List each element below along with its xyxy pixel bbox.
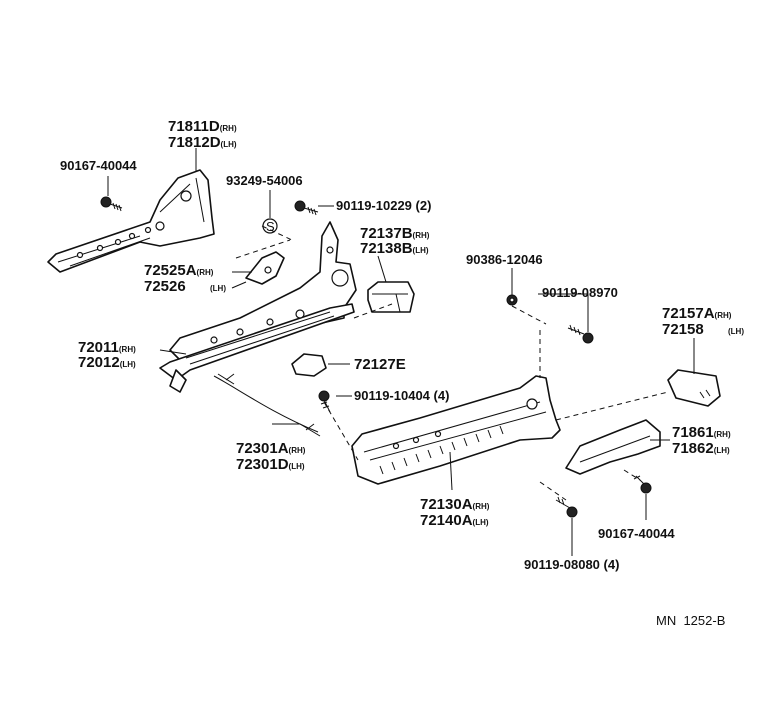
label-72526: 72526 (LH) (144, 278, 226, 295)
svg-text:72012(LH): 72012(LH) (78, 354, 136, 371)
nut-part (506, 294, 518, 306)
svg-text:72130A(RH): 72130A(RH) (420, 496, 490, 513)
part-side: (LH) (210, 284, 226, 293)
diagram-reference: MN 1252-B (656, 613, 725, 628)
label-72140A: 72140A(LH) (420, 512, 489, 529)
svg-text:72137B(RH): 72137B(RH) (360, 225, 430, 242)
svg-text:72140A(LH): 72140A(LH) (420, 512, 489, 529)
label-90119-10404: 90119-10404 (4) (354, 388, 449, 403)
part-number: 71811D (168, 118, 220, 135)
part-side: (RH) (289, 446, 306, 455)
label-90386-12046: 90386-12046 (466, 252, 543, 267)
part-side: (LH) (413, 246, 429, 255)
svg-text:71811D(RH): 71811D(RH) (168, 118, 237, 135)
seal-part: S (262, 218, 278, 234)
bolt-08970-part (567, 324, 594, 344)
label-72130A: 72130A(RH) (420, 496, 490, 513)
part-side: (RH) (413, 231, 430, 240)
part-number: 71862 (672, 440, 714, 457)
label-72157A: 72157A(RH) (662, 305, 732, 322)
part-number: 72526 (144, 278, 186, 295)
part-number: 72011 (78, 339, 119, 356)
bolt-10229-part (294, 200, 319, 216)
assembly-dashes (235, 225, 669, 501)
label-71812D: 71812D(LH) (168, 134, 237, 151)
part-side: (RH) (197, 268, 214, 277)
track-cover-part (367, 281, 415, 313)
side-shield-part (565, 419, 661, 475)
part-side: (RH) (119, 345, 136, 354)
label-72011: 72011(RH) (78, 339, 136, 356)
part-side: (LH) (728, 327, 744, 336)
label-71861: 71861(RH) (672, 424, 731, 441)
label-72012: 72012(LH) (78, 354, 136, 371)
part-number: 72012 (78, 354, 120, 371)
part-number: 72158 (662, 321, 704, 338)
svg-text:71862(LH): 71862(LH) (672, 440, 730, 457)
svg-text:72301A(RH): 72301A(RH) (236, 440, 306, 457)
svg-text:71812D(LH): 71812D(LH) (168, 134, 237, 151)
label-72158: 72158 (LH) (662, 321, 744, 338)
bolt-right-part (633, 475, 652, 494)
part-side: (LH) (473, 518, 489, 527)
svg-text:72138B(LH): 72138B(LH) (360, 240, 429, 257)
label-72301D: 72301D(LH) (236, 456, 305, 473)
part-number: 72140A (420, 512, 473, 529)
svg-text:72158: 72158 (662, 321, 704, 338)
part-number: 72525A (144, 262, 197, 279)
bolt-08080-part (555, 496, 578, 518)
part-number: 72138B (360, 240, 413, 257)
part-number: 72157A (662, 305, 715, 322)
part-side: (RH) (715, 311, 732, 320)
label-90119-08970: 90119-08970 (542, 285, 618, 300)
part-number: 72301D (236, 456, 289, 473)
svg-text:71861(RH): 71861(RH) (672, 424, 731, 441)
part-number: 71812D (168, 134, 221, 151)
svg-text:72526: 72526 (144, 278, 186, 295)
bolt-10404-part (318, 390, 331, 413)
recliner-cover-part (245, 251, 285, 285)
label-90167-40044-right: 90167-40044 (598, 526, 675, 541)
part-number: 72137B (360, 225, 413, 242)
label-71811D: 71811D(RH) (168, 118, 237, 135)
label-72137B: 72137B(RH) (360, 225, 430, 242)
leader-lines (107, 148, 695, 556)
seat-track-left-part (159, 221, 357, 393)
label-90119-10229: 90119-10229 (2) (336, 198, 431, 213)
label-72127E: 72127E (354, 356, 406, 373)
part-number: 72130A (420, 496, 473, 513)
svg-text:72011(RH): 72011(RH) (78, 339, 136, 356)
label-90119-08080: 90119-08080 (4) (524, 557, 619, 572)
seal-marker: S (266, 219, 275, 234)
part-side: (LH) (289, 462, 305, 471)
part-side: (LH) (120, 360, 136, 369)
svg-text:72525A(RH): 72525A(RH) (144, 262, 214, 279)
cable-part (213, 373, 321, 437)
seat-track-right-part (351, 375, 561, 485)
label-72138B: 72138B(LH) (360, 240, 429, 257)
track-end-cover-part (667, 369, 721, 407)
label-71862: 71862(LH) (672, 440, 730, 457)
seat-frame-part (47, 169, 215, 273)
part-number: 71861 (672, 424, 714, 441)
part-side: (RH) (220, 124, 237, 133)
svg-text:72157A(RH): 72157A(RH) (662, 305, 732, 322)
part-side: (LH) (221, 140, 237, 149)
bolt-upper-left-part (100, 196, 123, 212)
label-90167-40044-left: 90167-40044 (60, 158, 137, 173)
part-side: (RH) (473, 502, 490, 511)
part-side: (LH) (714, 446, 730, 455)
part-number: 72301A (236, 440, 289, 457)
label-72301A: 72301A(RH) (236, 440, 306, 457)
part-side: (RH) (714, 430, 731, 439)
svg-text:72301D(LH): 72301D(LH) (236, 456, 305, 473)
label-72525A: 72525A(RH) (144, 262, 214, 279)
label-93249-54006: 93249-54006 (226, 173, 303, 188)
knob-part (291, 353, 327, 377)
